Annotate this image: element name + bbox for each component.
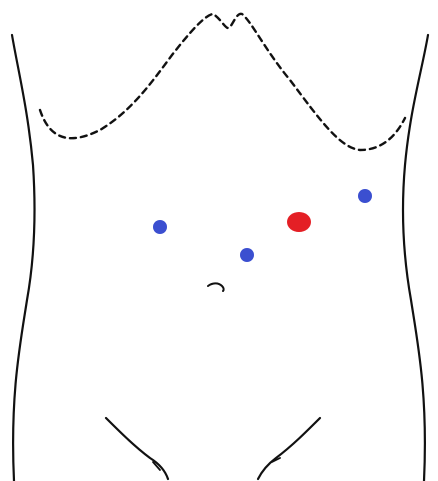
navel-mark [208,283,224,291]
port-left [153,220,167,234]
rib-margin-dashed-line [40,14,405,150]
torso-left-outline [12,35,35,481]
port-main [287,212,311,232]
torso-right-outline [403,35,428,481]
port-lower-middle [240,248,254,262]
port-right [358,189,372,203]
inguinal-line-right [258,418,320,479]
